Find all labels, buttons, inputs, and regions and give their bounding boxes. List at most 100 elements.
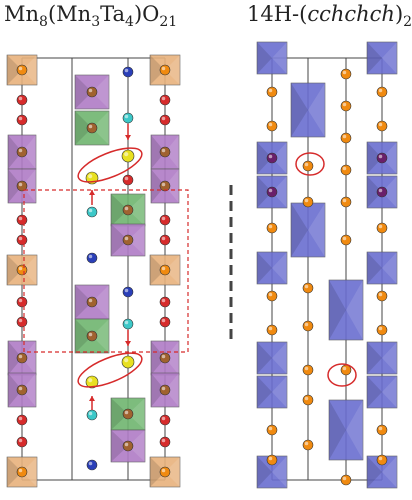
r-orange-atom-5-glint [378,122,383,127]
r-octahedron-right-3-light [382,252,397,284]
inner-atom-b-1 [122,234,134,246]
red-atom-left-5 [16,316,28,328]
mn-atom-right-0-glint [161,148,166,153]
r-orange-atom-24-glint [378,426,383,431]
red-atom-right-7 [159,436,171,448]
r-orange-atom-20 [302,364,314,376]
red-atom-left-5-glint [18,318,23,323]
red-atom-right-6-glint [161,416,166,421]
r-octahedron-right-5-face [366,375,398,409]
yellow-atom-2-glint [88,378,93,383]
mn-atom-right-2 [159,352,171,364]
inner-atom-a-0 [86,86,98,98]
cyan-atom-1 [86,206,98,218]
red-atom-right-7-glint [161,438,166,443]
corner-octahedron-4-light [22,457,37,487]
r-purple-atom-right-1-glint [378,188,383,193]
inner-atom-b-2 [122,408,134,420]
corner-atom-5-glint [161,468,166,473]
r-octahedron-right-1-light [382,142,397,174]
r-orange-atom-15 [376,290,388,302]
inner-octahedron-b-3-shade [111,430,128,462]
inner-octahedron-b-2-shade [111,398,128,430]
red-atom-left-4 [16,296,28,308]
r-octahedron-right-5-light [382,376,397,408]
r-octahedron-right-4-face [366,341,398,375]
corner-octahedron-3-shade [150,255,165,285]
mn-octahedron-right-2-light [165,341,179,375]
inner-octahedron-a-0-light [92,75,109,109]
r-octahedron-left-3-light [272,252,287,284]
r-octahedron-inner-3-shade [329,400,346,460]
right-panel-title: 14H-(cchchch)2 [247,2,412,30]
r-orange-atom-1 [266,86,278,98]
red-atom-right-4-glint [161,298,166,303]
inner-octahedron-b-3 [110,429,146,463]
red-atom-right-5-glint [161,318,166,323]
r-orange-atom-0-glint [342,70,347,75]
mn-octahedron-left-1-light [22,169,36,203]
mn-atom-left-0 [16,146,28,158]
inner-atom-a-0-glint [88,88,93,93]
r-orange-atom-4-glint [268,122,273,127]
mn-atom-right-3 [159,384,171,396]
r-orange-atom-21-glint [342,366,347,371]
red-atom-right-0-glint [161,96,166,101]
mn-octahedron-left-3-light [22,373,36,407]
r-octahedron-left-4 [256,341,288,375]
r-purple-atom-right-0 [376,152,388,164]
r-orange-atom-14-glint [268,292,273,297]
r-orange-atom-27-glint [378,456,383,461]
r-octahedron-right-4-shade [367,342,382,374]
r-octahedron-right-6-shade [367,456,382,488]
r-orange-atom-6 [340,132,352,144]
red-atom-left-0 [16,94,28,106]
r-octahedron-right-1-shade [367,142,382,174]
inner-octahedron-a-3-light [92,319,109,353]
yellow-atom-3-glint [124,358,129,363]
r-octahedron-right-6 [366,455,398,489]
red-atom-left-3 [16,234,28,246]
r-octahedron-right-3 [366,251,398,285]
r-octahedron-left-6-light [272,456,287,488]
r-orange-atom-17 [302,320,314,332]
r-octahedron-left-5-face [256,375,288,409]
corner-atom-1-glint [161,66,166,71]
red-atom-left-2-glint [18,216,23,221]
inner-octahedron-a-2-shade [75,285,92,319]
r-orange-atom-2-glint [378,88,383,93]
red-atom-right-5 [159,316,171,328]
red-atom-left-6 [16,414,28,426]
r-purple-atom-right-1 [376,186,388,198]
mn-octahedron-right-3-shade [151,373,165,407]
r-orange-atom-11-glint [268,224,273,229]
r-orange-atom-20-glint [304,366,309,371]
cyan-atom-3 [86,409,98,421]
r-octahedron-right-3-face [366,251,398,285]
r-octahedron-right-5 [366,375,398,409]
r-orange-atom-23-glint [268,426,273,431]
inner-atom-a-3-glint [88,332,93,337]
r-orange-atom-26 [266,454,278,466]
mn-octahedron-right-1-shade [151,169,165,203]
r-orange-atom-8 [340,164,352,176]
r-orange-atom-22-glint [304,396,309,401]
inner-atom-a-1 [86,122,98,134]
blue-atom-1-glint [88,254,93,259]
r-orange-atom-0 [340,68,352,80]
mn-octahedron-right-1-light [165,169,179,203]
r-octahedron-left-1-shade [257,142,272,174]
r-octahedron-right-0-shade [367,42,382,74]
cyan-atom-1-glint [88,208,93,213]
r-octahedron-right-2-light [382,176,397,208]
corner-atom-0 [16,64,28,76]
r-octahedron-right-0-light [382,42,397,74]
corner-octahedron-2-shade [7,255,22,285]
corner-atom-2 [16,264,28,276]
r-octahedron-left-3 [256,251,288,285]
corner-octahedron-0-shade [7,55,22,85]
cyan-atom-0 [122,112,134,124]
inner-octahedron-b-0-light [128,194,145,226]
highlight-ellipse-top [77,147,143,183]
corner-atom-2-glint [18,266,23,271]
